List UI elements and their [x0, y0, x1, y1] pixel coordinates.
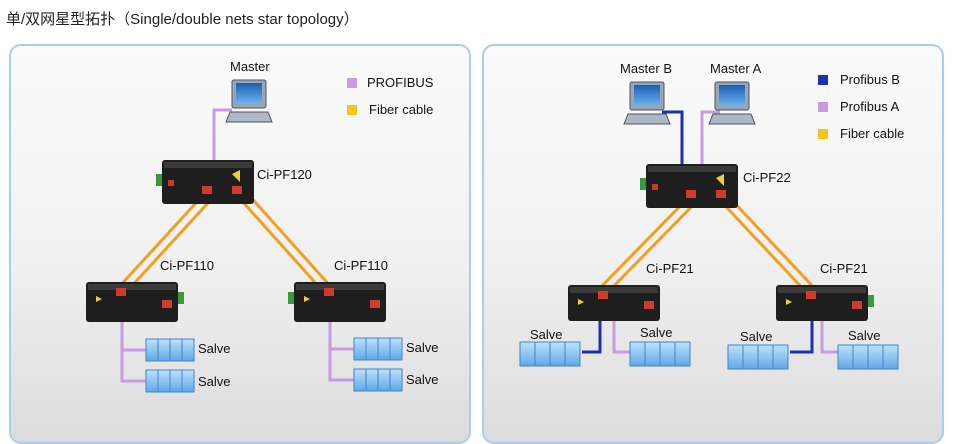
ci-pf120-device-icon — [156, 160, 254, 204]
master-a-computer-icon — [708, 81, 756, 125]
slave-label: Salve — [530, 327, 563, 342]
slave-label: Salve — [848, 328, 881, 343]
master-computer-icon — [225, 79, 273, 123]
slave-label: Salve — [198, 374, 231, 389]
slave-plc-icon — [727, 344, 789, 370]
legend-profibus-b-swatch — [818, 75, 828, 85]
legend-fiber-swatch — [818, 129, 828, 139]
slave-label: Salve — [640, 325, 673, 340]
left-profibus-links — [120, 108, 354, 383]
slave-label: Salve — [406, 340, 439, 355]
left-fiber-links — [116, 190, 334, 290]
legend-profibus-a-swatch — [818, 102, 828, 112]
slave-plc-icon — [519, 341, 581, 367]
ci-pf21-label-1: Ci-PF21 — [646, 261, 694, 276]
ci-pf22-device-icon — [640, 164, 738, 208]
legend-profibus-a-label: Profibus A — [840, 99, 900, 114]
slave-label: Salve — [406, 372, 439, 387]
ci-pf21-label-2: Ci-PF21 — [820, 261, 868, 276]
master-b-label: Master B — [620, 61, 673, 76]
right-profibus-a-links — [612, 110, 838, 354]
legend-fiber-label: Fiber cable — [369, 102, 434, 117]
legend-profibus-b-label: Profibus B — [840, 72, 900, 87]
ci-pf22-label: Ci-PF22 — [743, 170, 791, 185]
legend-profibus-label: PROFIBUS — [367, 75, 434, 90]
slave-plc-icon — [629, 341, 691, 367]
slave-plc-icon — [837, 344, 899, 370]
master-b-computer-icon — [623, 81, 671, 125]
page-title: 单/双网星型拓扑（Single/double nets star topolog… — [6, 11, 359, 28]
slave-plc-icon — [145, 369, 195, 393]
ci-pf21-device-icon-2 — [776, 285, 874, 321]
ci-pf110-device-icon-2 — [288, 282, 386, 322]
ci-pf110-label-2: Ci-PF110 — [334, 258, 388, 273]
master-label: Master — [230, 59, 270, 74]
right-fiber-links — [594, 194, 820, 294]
ci-pf110-device-icon-1 — [86, 282, 184, 322]
ci-pf120-label: Ci-PF120 — [257, 167, 312, 182]
ci-pf110-label-1: Ci-PF110 — [160, 258, 214, 273]
legend-profibus-swatch — [347, 78, 357, 88]
slave-plc-icon — [353, 368, 403, 392]
right-profibus-b-links — [582, 110, 814, 354]
legend-fiber-swatch — [347, 105, 357, 115]
master-a-label: Master A — [710, 61, 762, 76]
ci-pf21-device-icon-1 — [568, 285, 660, 321]
slave-label: Salve — [198, 341, 231, 356]
slave-plc-icon — [353, 337, 403, 361]
slave-plc-icon — [145, 338, 195, 362]
legend-fiber-label: Fiber cable — [840, 126, 905, 141]
slave-label: Salve — [740, 329, 773, 344]
